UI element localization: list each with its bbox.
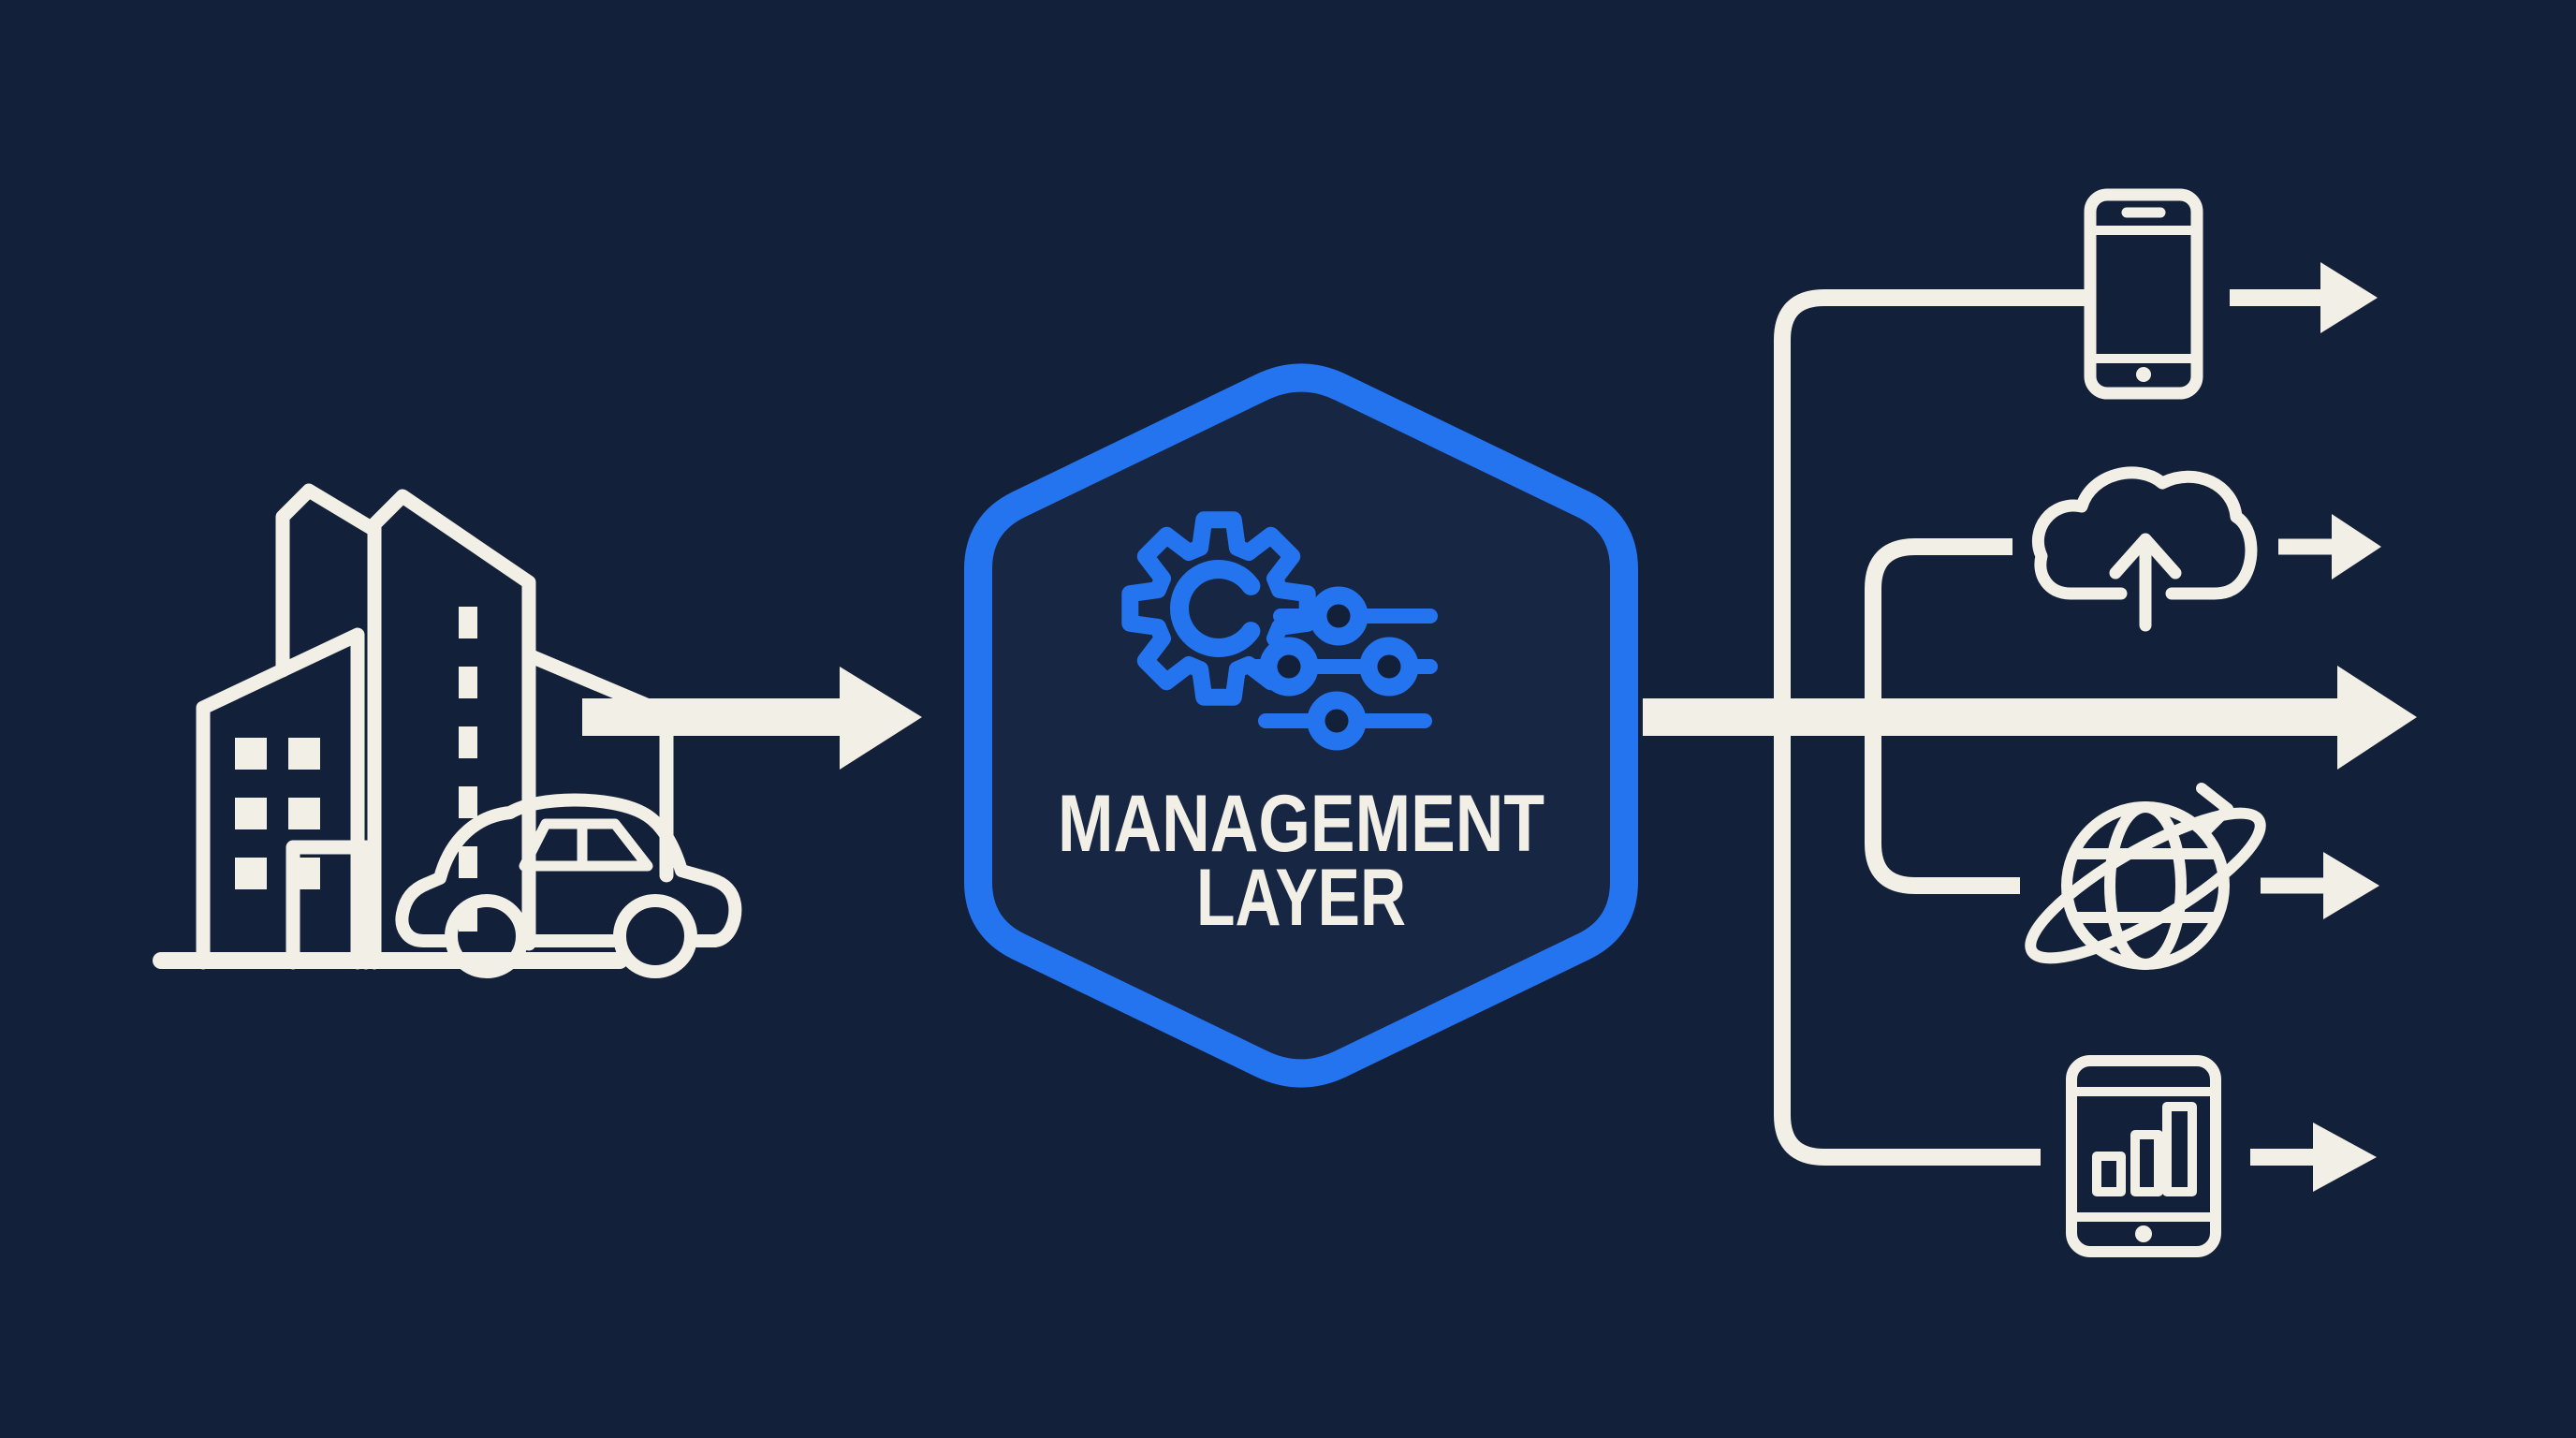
smartphone-arrow [2230, 262, 2378, 333]
gear-c-arc [1170, 560, 1261, 657]
slider-knob [1307, 691, 1367, 751]
phone-body [2084, 188, 2203, 400]
management-hexagon [964, 363, 1638, 1088]
building-left [196, 627, 365, 970]
cloud-outline [2031, 466, 2258, 600]
building-door [285, 840, 373, 970]
main-arrow-shaft [1643, 698, 2339, 736]
gear-sliders-icon [1121, 511, 1438, 751]
globe-orbit-arrowhead [2196, 783, 2233, 837]
globe-orbit-ring [2025, 807, 2266, 964]
slider-row-3 [1258, 691, 1432, 751]
slider-knob [1309, 586, 1368, 646]
tablet-arrow [2250, 1123, 2377, 1192]
input-arrow-shape [582, 667, 922, 770]
management-label-line1: MANAGEMENT [1058, 779, 1544, 869]
building-windows [235, 738, 320, 889]
management-label: MANAGEMENT LAYER [1058, 779, 1544, 943]
cloud-upload-icon [2031, 466, 2258, 632]
tower-spike [275, 483, 382, 678]
tablet-home-dot [2135, 1225, 2152, 1242]
management-label-line2: LAYER [1196, 853, 1406, 943]
main-output-arrow [1643, 666, 2417, 770]
bar-chart-glyph [2092, 1102, 2197, 1196]
building-right [521, 648, 674, 883]
input-arrow [582, 667, 922, 770]
branch-line-tablet [1774, 713, 2041, 1166]
branch-line-cloud [1865, 538, 2012, 721]
upload-arrow-head [2109, 533, 2182, 580]
globe-meridian [2104, 801, 2187, 970]
tower-tall [367, 489, 536, 970]
slider-knob [1259, 637, 1319, 697]
branch-line-smartphone [1774, 289, 2090, 721]
phone-home-dot [2136, 367, 2151, 382]
output-flow [1643, 188, 2417, 1257]
slider-row-2 [1245, 637, 1438, 697]
main-arrow-head [2337, 666, 2417, 770]
smartphone-icon [2084, 188, 2203, 400]
gear-outline [1121, 511, 1316, 706]
gear-icon [1121, 511, 1316, 706]
branch-line-globe [1865, 713, 2020, 894]
car-window [519, 818, 653, 872]
cloud-arrow [2278, 514, 2381, 580]
car-icon [395, 793, 742, 978]
car-body [395, 793, 742, 947]
car-wheel-front [613, 894, 697, 978]
car-wheel-rear [445, 894, 529, 978]
globe-arrow [2261, 852, 2379, 919]
tablet-body [2066, 1055, 2221, 1257]
globe-orbit-icon [2025, 783, 2266, 970]
slider-row-1 [1273, 586, 1438, 646]
slider-knob [1359, 637, 1419, 697]
tablet-bar-chart-icon [2066, 1055, 2221, 1257]
